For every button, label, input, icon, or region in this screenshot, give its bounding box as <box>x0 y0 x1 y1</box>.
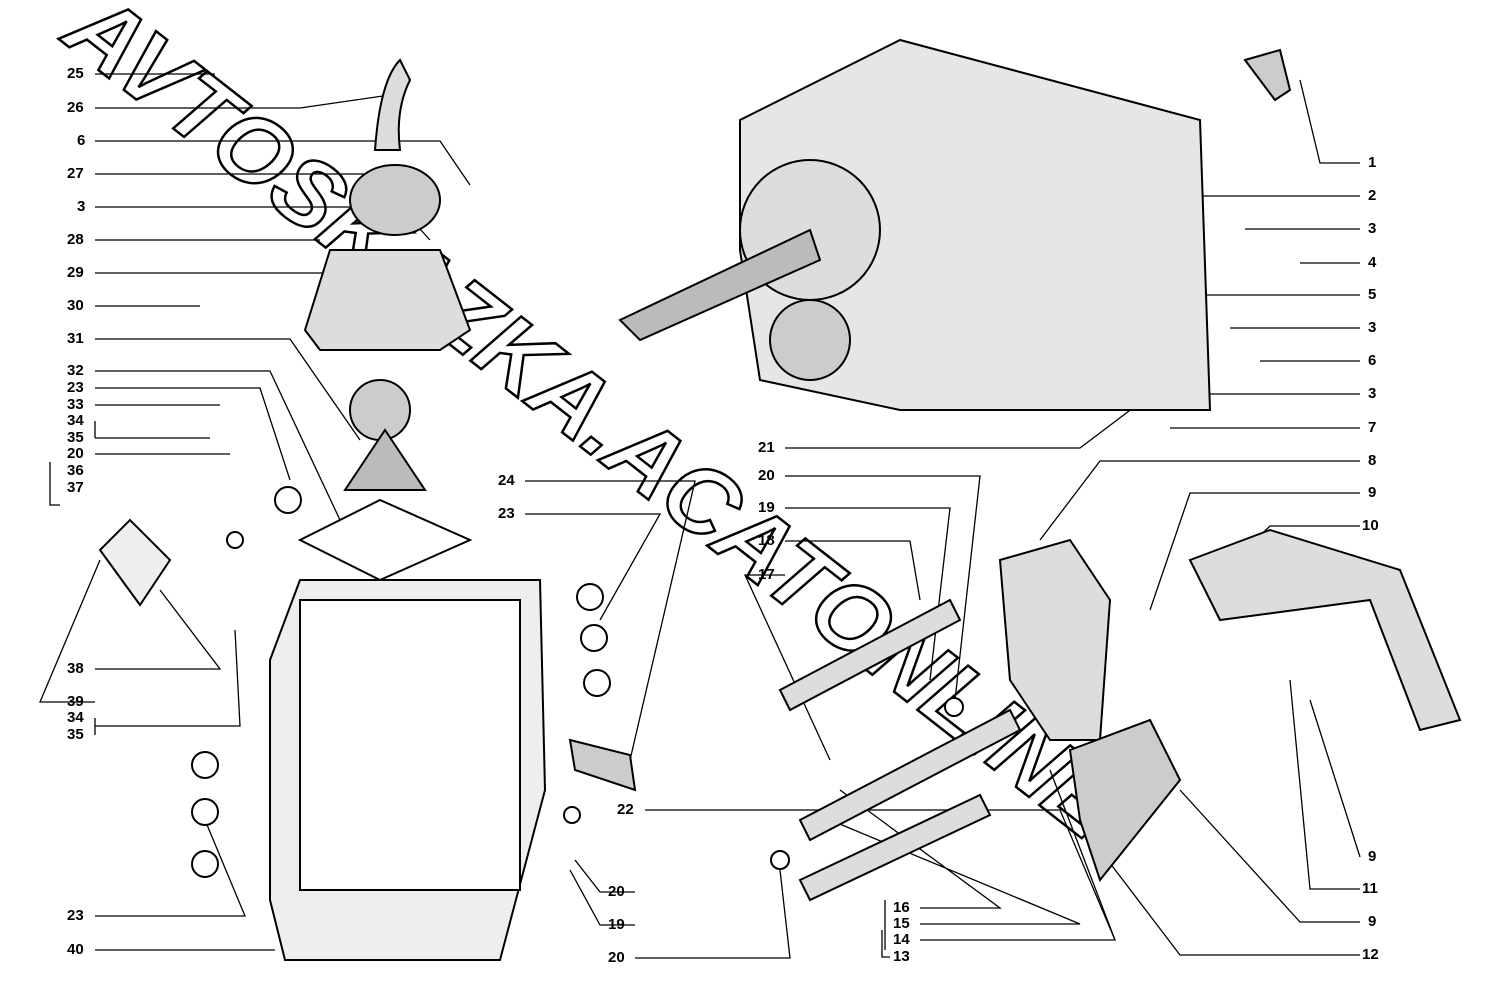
callout-label: 6 <box>1368 352 1377 369</box>
callout-label: 20 <box>758 467 775 484</box>
callout-label: 35 <box>67 429 84 446</box>
callout-label: 34 <box>67 709 84 726</box>
callout-label: 3 <box>1368 220 1377 237</box>
callout-label: 33 <box>67 396 84 413</box>
callout-label: 16 <box>893 899 910 916</box>
callout-label: 28 <box>67 231 84 248</box>
callout-label: 19 <box>758 499 775 516</box>
callout-label: 23 <box>67 379 84 396</box>
callout-label: 11 <box>1362 880 1378 897</box>
callout-label: 20 <box>608 883 625 900</box>
callout-label: 3 <box>1368 319 1377 336</box>
callout-label: 4 <box>1368 254 1377 271</box>
callout-label: 38 <box>67 660 84 677</box>
callout-label: 34 <box>67 412 84 429</box>
callout-label: 5 <box>1368 286 1377 303</box>
callout-label: 15 <box>893 915 910 932</box>
callout-label: 26 <box>67 99 84 116</box>
callout-label: 24 <box>498 472 515 489</box>
callout-label: 17 <box>758 566 775 583</box>
callout-label: 36 <box>67 462 84 479</box>
callout-label: 20 <box>608 949 625 966</box>
callout-label: 23 <box>67 907 84 924</box>
callout-label: 13 <box>893 948 910 965</box>
callout-label: 25 <box>67 65 84 82</box>
callout-label: 8 <box>1368 452 1377 469</box>
leader-lines <box>39 73 1361 959</box>
callout-label: 37 <box>67 479 84 496</box>
callout-label: 9 <box>1368 484 1377 501</box>
callout-label: 6 <box>77 132 86 149</box>
callout-label: 39 <box>67 693 84 710</box>
callout-label: 14 <box>893 931 910 948</box>
callout-label: 31 <box>67 330 84 347</box>
callout-label: 3 <box>77 198 86 215</box>
callout-label: 35 <box>67 726 84 743</box>
callout-label: 9 <box>1368 913 1377 930</box>
callout-label: 22 <box>617 801 634 818</box>
callout-label: 18 <box>758 532 775 549</box>
callout-label: 30 <box>67 297 84 314</box>
callout-label: 29 <box>67 264 84 281</box>
parts <box>98 38 1462 961</box>
callout-label: 10 <box>1362 517 1379 534</box>
callout-label: 3 <box>1368 385 1377 402</box>
callout-label: 9 <box>1368 848 1377 865</box>
callout-label: 7 <box>1368 419 1377 436</box>
callout-label: 12 <box>1362 946 1379 963</box>
callout-label: 40 <box>67 941 84 958</box>
callout-label: 19 <box>608 916 625 933</box>
callout-label: 20 <box>67 445 84 462</box>
callout-label: 23 <box>498 505 515 522</box>
callout-label: 32 <box>67 362 84 379</box>
callout-label: 21 <box>758 439 775 456</box>
callout-label: 1 <box>1368 154 1377 171</box>
callout-label: 27 <box>67 165 84 182</box>
callout-label: 2 <box>1368 187 1377 204</box>
